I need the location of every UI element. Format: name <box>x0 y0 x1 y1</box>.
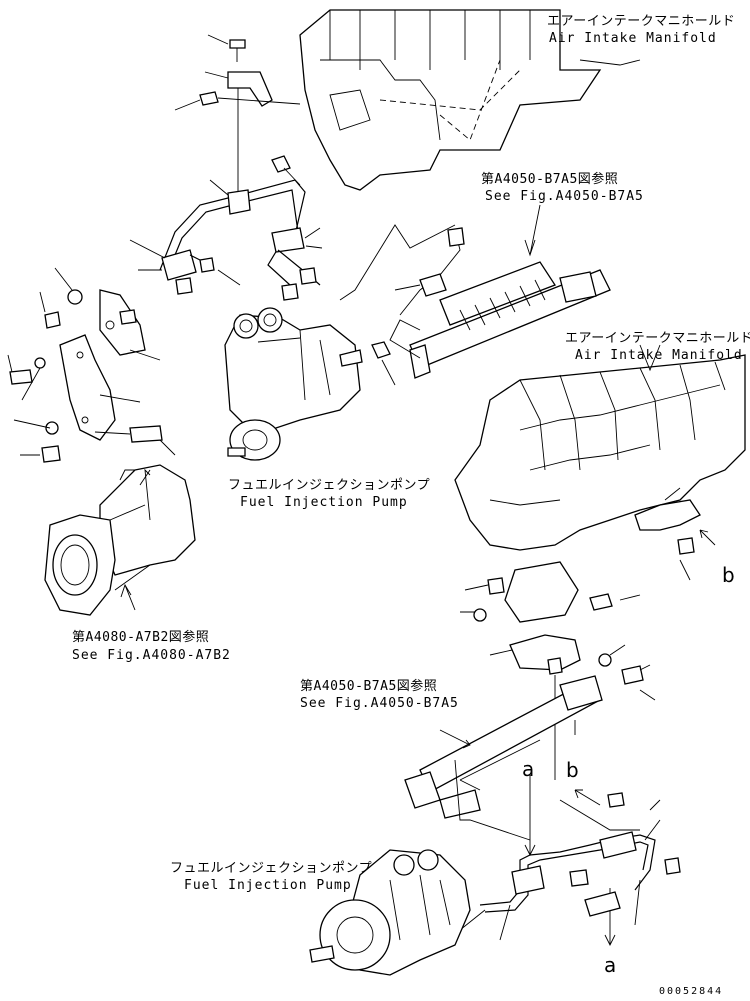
label-see-fig-3-jp: 第A4050-B7A5図参照 <box>300 678 437 694</box>
nut-center <box>371 341 396 386</box>
marker-a-bottom: a <box>604 953 616 977</box>
label-see-fig-1-en: See Fig.A4050-B7A5 <box>485 189 644 204</box>
air-intake-manifold-middle <box>454 344 746 551</box>
label-manifold-top-jp: エアーインテークマニホールド <box>547 14 735 29</box>
label-pump-top-jp: フュエルインジェクションポンプ <box>228 478 430 493</box>
adapter-housing <box>44 464 196 616</box>
label-manifold-mid-jp: エアーインテークマニホールド <box>565 331 750 346</box>
label-see-fig-2-en: See Fig.A4080-A7B2 <box>72 648 231 663</box>
label-manifold-mid-en: Air Intake Manifold <box>575 348 743 363</box>
fuel-rail-lower <box>404 675 603 841</box>
label-manifold-top-en: Air Intake Manifold <box>549 31 717 46</box>
fuel-injection-pump-top <box>224 307 363 461</box>
bracket-right <box>634 487 716 581</box>
marker-b-right: b <box>722 563 735 587</box>
label-pump-bottom-jp: フュエルインジェクションポンプ <box>170 861 372 876</box>
label-pump-top-en: Fuel Injection Pump <box>240 495 408 510</box>
label-see-fig-2-jp: 第A4080-A7B2図参照 <box>72 629 209 645</box>
air-intake-manifold-top <box>299 9 641 191</box>
label-pump-bottom-en: Fuel Injection Pump <box>184 878 352 893</box>
drawing-code: 00052844 <box>659 986 723 997</box>
label-see-fig-3-en: See Fig.A4050-B7A5 <box>300 696 459 711</box>
bracket-assembly-middle <box>460 561 656 780</box>
fuel-rail-upper <box>339 204 611 379</box>
marker-a-mid: a <box>522 757 534 781</box>
label-see-fig-1-jp: 第A4050-B7A5図参照 <box>481 171 618 187</box>
left-brackets <box>7 267 176 463</box>
fuel-pipes-top <box>129 179 323 301</box>
fuel-injection-pump-bottom <box>309 849 471 976</box>
fuel-pipes-bottom <box>459 792 681 941</box>
marker-b-mid: b <box>566 758 579 782</box>
bracket-assembly-top <box>174 34 301 200</box>
